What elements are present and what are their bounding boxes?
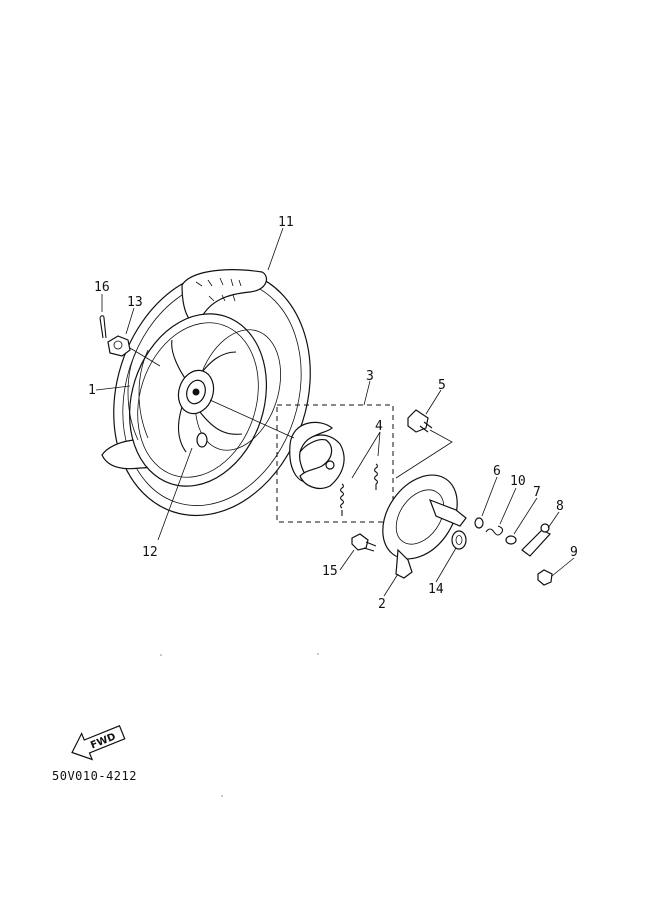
diagram-code: 50V010-4212	[52, 769, 137, 783]
callout-12: 12	[142, 545, 158, 560]
callout-4: 4	[375, 419, 383, 434]
axle-nut	[107, 335, 131, 357]
washer	[474, 517, 484, 529]
callout-14: 14	[428, 582, 444, 597]
oil-seal	[451, 530, 467, 550]
wheel-tire-assembly	[101, 269, 311, 517]
callout-11: 11	[278, 215, 294, 230]
callout-6: 6	[493, 464, 501, 479]
brake-shoe-kit	[276, 404, 394, 523]
callout-7: 7	[533, 485, 541, 500]
cotter-pin	[99, 315, 107, 339]
callout-3: 3	[366, 369, 374, 384]
callout-8: 8	[556, 499, 564, 514]
leader-lines	[95, 227, 575, 597]
torsion-spring	[485, 525, 504, 536]
brake-arm-bolt	[537, 569, 553, 586]
callout-9: 9	[570, 545, 578, 560]
callout-16: 16	[94, 280, 110, 295]
forward-direction-arrow: FWD	[71, 724, 126, 761]
camshaft-bolt	[407, 409, 433, 433]
callout-labels: 1 2 3 4 5 6 7 8 9 10 11 12 13 14 15 16	[88, 215, 578, 612]
callout-13: 13	[127, 295, 143, 310]
brake-arm	[521, 523, 551, 557]
brake-shoe-plate	[382, 474, 467, 579]
scan-specks	[160, 653, 319, 797]
callout-5: 5	[438, 378, 446, 393]
callout-2: 2	[378, 597, 386, 612]
callout-10: 10	[510, 474, 526, 489]
callout-15: 15	[322, 564, 338, 579]
flange-bolt	[351, 533, 377, 552]
indicator-plate	[505, 535, 517, 545]
callout-1: 1	[88, 383, 96, 398]
